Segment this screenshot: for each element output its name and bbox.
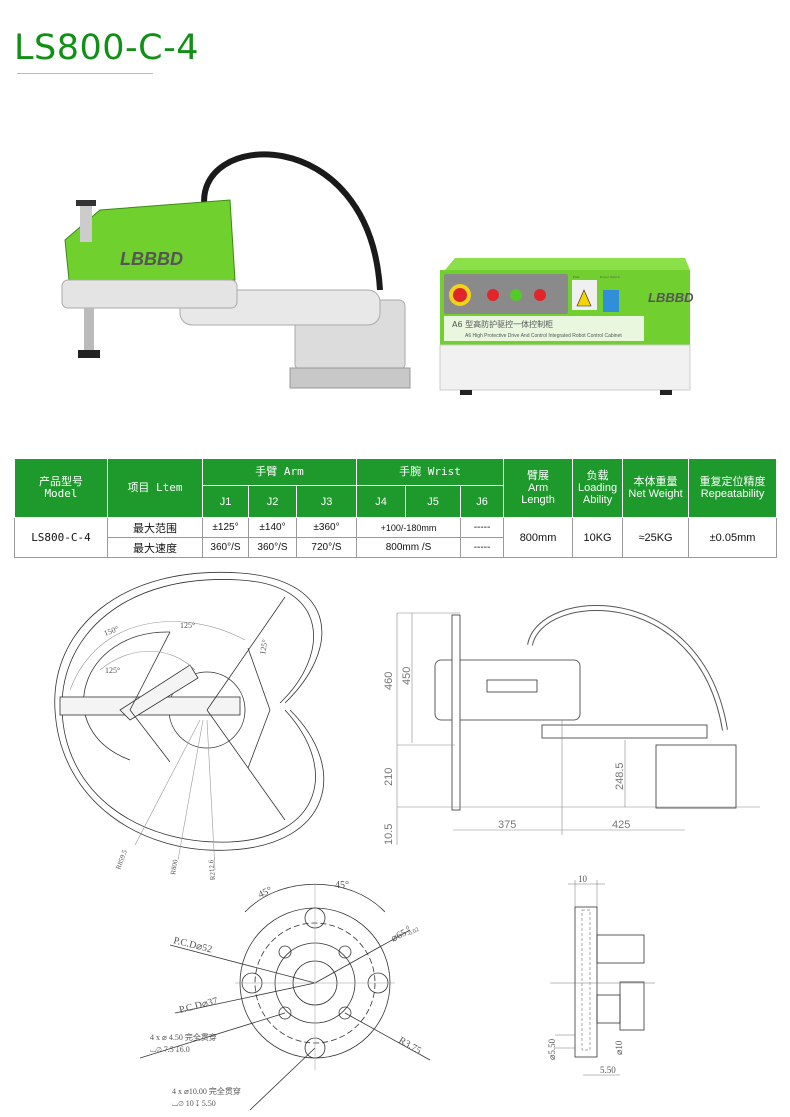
- j4-cell: 800mm /S: [356, 537, 461, 558]
- j1-cell: ±125°: [202, 517, 249, 538]
- scara-robot-image: LBBBD: [61, 151, 411, 389]
- header-j1: J1: [202, 485, 249, 518]
- page-title: LS800-C-4: [14, 28, 199, 68]
- repeatability-cell: ±0.05mm: [688, 517, 778, 558]
- dim-label: 210: [383, 768, 395, 786]
- dim-label: 10: [578, 874, 588, 884]
- power-switch-label: Power Switch: [600, 275, 620, 279]
- header-j3: J3: [296, 485, 357, 518]
- angle-label: 125°: [105, 666, 120, 675]
- dim-label: 375: [498, 819, 516, 831]
- hole-note: 4 x ⌀ 4.50 完全贯穿: [150, 1032, 217, 1042]
- dim-label: 425: [612, 819, 630, 831]
- pcd-outer-label: P.C.D⌀52: [172, 935, 213, 955]
- dim-label: 450: [401, 667, 413, 685]
- table-row: 最大速度 360°/S 360°/S 720°/S 800mm /S -----: [15, 537, 777, 558]
- j4-cell: +100/-180mm: [356, 517, 461, 538]
- angle-label: 125°: [258, 639, 270, 656]
- j2-cell: ±140°: [248, 517, 297, 538]
- pcd-inner-label: P.C.D⌀37: [178, 996, 219, 1016]
- angle-label: 125°: [180, 621, 195, 630]
- table-row: LS800-C-4 最大范围 ±125° ±140° ±360° +100/-1…: [14, 517, 778, 558]
- robot-logo: LBBBD: [120, 249, 183, 269]
- radius-label: R800: [169, 859, 180, 876]
- header-j6: J6: [459, 485, 505, 518]
- dim-label: ⌀10: [614, 1040, 624, 1055]
- side-view-drawing: 460 450 210 10.5 248.5 375 425: [383, 604, 760, 845]
- dim-label: 460: [383, 672, 395, 690]
- header-wrist: 手腕 Wrist: [355, 458, 505, 486]
- header-arm: 手臂 Arm: [202, 458, 357, 486]
- model-cell: LS800-C-4: [14, 517, 108, 558]
- outer-diameter-label: ⌀650-0.02: [389, 922, 420, 946]
- item-cell: 最大速度: [107, 537, 203, 558]
- top-view-drawing: 150° 125° 125° 125° R859.5 R800 R212.6: [54, 571, 325, 880]
- header-j4: J4: [356, 485, 406, 518]
- j1-cell: 360°/S: [202, 537, 249, 558]
- hole-note: ⌴⌀ 10 ↧ 5.50: [172, 1099, 216, 1108]
- j5-j6-cell: -----: [459, 537, 505, 558]
- fuse-label: Fuse: [573, 275, 580, 279]
- j3-cell: ±360°: [296, 517, 357, 538]
- hole-note: 4 x ⌀10.00 完全贯穿: [172, 1086, 241, 1096]
- product-hero-image: LBBBD LBBBD A6 型高防护驱控一体控制柜 A6 High Prote…: [61, 151, 694, 395]
- net-weight-cell: ≈25KG: [622, 517, 690, 558]
- radius-label: R212.6: [207, 859, 217, 880]
- title-divider: [17, 73, 153, 74]
- flange-front-drawing: 45° 45° P.C.D⌀52 P.C.D⌀37 ⌀650-0.02 R3.7…: [140, 880, 431, 1110]
- angle-label: 150°: [103, 624, 120, 638]
- cabinet-title-en: A6 High Protective Drive And Control Int…: [465, 333, 622, 339]
- header-item: 项目 Ltem: [107, 458, 203, 518]
- header-j2: J2: [248, 485, 297, 518]
- j3-cell: 720°/S: [296, 537, 357, 558]
- angle-label: 45°: [335, 880, 349, 891]
- loading-cell: 10KG: [572, 517, 624, 558]
- radius-label: R3.75: [397, 1035, 423, 1057]
- arm-length-cell: 800mm: [503, 517, 574, 558]
- dim-label: 10.5: [383, 824, 395, 845]
- hole-note: ⌴⌀ 7.5 ↧6.0: [150, 1045, 190, 1054]
- dim-label: 248.5: [614, 762, 626, 790]
- j5-j6-cell: -----: [459, 517, 505, 538]
- radius-label: R859.5: [114, 848, 129, 870]
- flange-side-drawing: 10 ⌀5.50 ⌀10 5.50: [547, 874, 655, 1076]
- angle-label: 45°: [257, 885, 274, 901]
- j2-cell: 360°/S: [248, 537, 297, 558]
- item-cell: 最大范围: [107, 517, 203, 538]
- cabinet-title-cn: A6 型高防护驱控一体控制柜: [452, 319, 553, 329]
- cabinet-logo: LBBBD: [648, 290, 694, 305]
- control-cabinet-image: LBBBD A6 型高防护驱控一体控制柜 A6 High Protective …: [439, 258, 694, 395]
- dim-label: ⌀5.50: [547, 1038, 557, 1060]
- header-j5: J5: [405, 485, 461, 518]
- dim-label: 5.50: [600, 1065, 616, 1075]
